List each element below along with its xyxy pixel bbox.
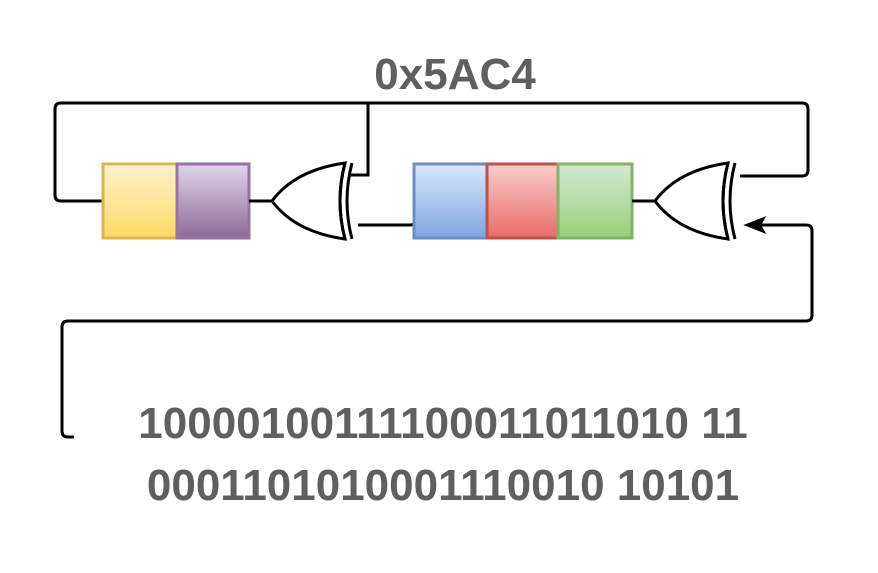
reg-b-cell-3 [556, 162, 634, 240]
reg-b-cell-2 [485, 162, 560, 240]
bitstream-line-2: 0001101010001110010 10101 [147, 461, 739, 510]
feedback-wire-b [368, 101, 810, 178]
state-label: 0x5AC4 [374, 50, 536, 99]
reg-a-cell-2 [175, 162, 251, 240]
bitstream-line-1: 10000100111100011011010 11 [138, 399, 747, 448]
reg-a-cell-1 [101, 162, 179, 240]
input-arrow-icon [743, 216, 767, 234]
reg-b-cell-1 [412, 162, 489, 240]
wire-gate-a-to-reg-b [358, 201, 418, 227]
xor-gate-b [653, 161, 737, 241]
feedback-wire-a [53, 101, 370, 203]
input-wire [60, 223, 814, 439]
xor-gate-a [270, 161, 354, 241]
